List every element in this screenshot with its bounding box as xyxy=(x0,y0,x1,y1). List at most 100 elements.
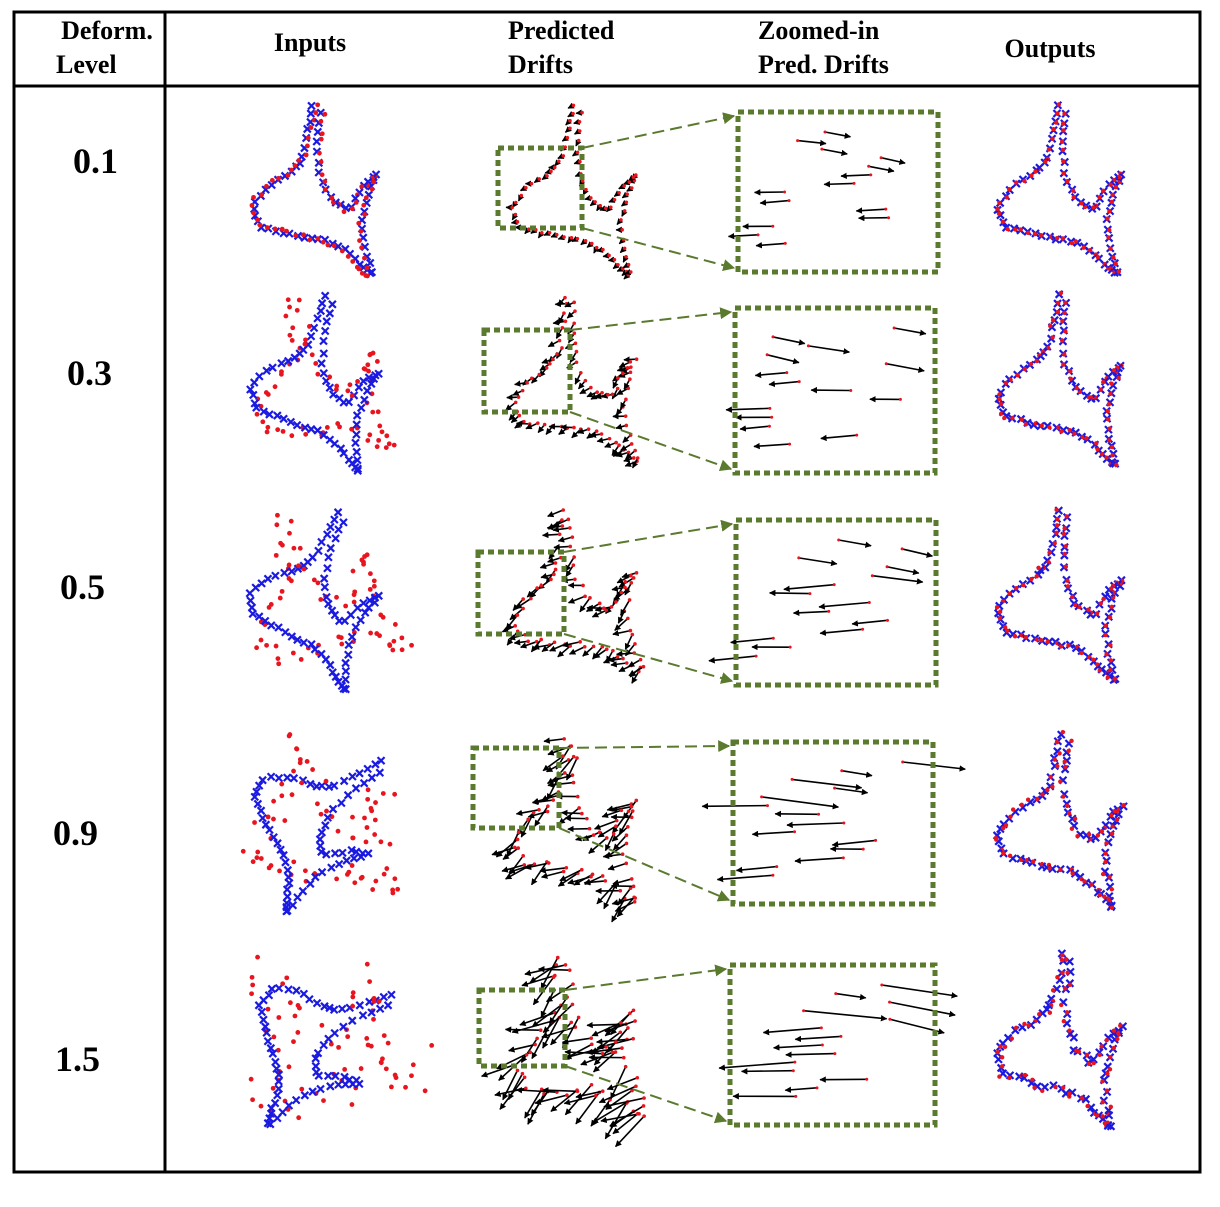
target-marker-stroke xyxy=(299,638,309,647)
source-point xyxy=(642,1096,646,1100)
source-point xyxy=(254,855,260,861)
drift-vector xyxy=(759,199,790,206)
target-marker-stroke xyxy=(352,1075,361,1085)
source-point xyxy=(802,1009,806,1013)
target-marker xyxy=(327,863,336,872)
source-point xyxy=(1112,809,1117,814)
source-point xyxy=(834,992,838,996)
source-point xyxy=(604,608,609,613)
target-marker-stroke xyxy=(250,211,260,221)
target-marker-stroke xyxy=(292,986,301,995)
source-point xyxy=(1030,859,1036,864)
target-marker xyxy=(351,784,361,793)
target-marker xyxy=(319,368,328,378)
source-point xyxy=(1043,159,1048,164)
drift-vector xyxy=(532,643,550,650)
source-point xyxy=(869,173,873,177)
source-point xyxy=(298,657,304,662)
source-point xyxy=(521,597,525,601)
source-point xyxy=(1111,1045,1116,1051)
target-marker-stroke xyxy=(298,886,308,896)
source-point xyxy=(287,332,293,338)
source-point xyxy=(291,1039,296,1045)
source-point xyxy=(1103,851,1108,856)
source-point xyxy=(1105,1071,1110,1076)
target-marker-stroke xyxy=(341,666,351,676)
source-point xyxy=(624,200,629,205)
source-point xyxy=(356,266,362,272)
source-point xyxy=(626,825,630,829)
target-marker xyxy=(268,1049,278,1058)
drift-vector xyxy=(540,572,555,580)
source-point xyxy=(820,147,824,151)
target-marker-stroke xyxy=(307,639,316,649)
drift-vector xyxy=(579,597,591,613)
drift-vector xyxy=(521,974,556,987)
target-marker xyxy=(257,579,266,588)
source-point xyxy=(1101,871,1106,877)
drift-vector xyxy=(718,1061,795,1071)
target-marker-stroke xyxy=(284,878,294,888)
source-point xyxy=(304,759,310,764)
target-marker xyxy=(320,582,330,592)
source-point xyxy=(556,159,561,164)
source-point xyxy=(624,423,629,428)
target-marker xyxy=(276,845,285,855)
source-point xyxy=(1045,639,1050,644)
predicted-drift-field xyxy=(505,102,639,280)
source-point xyxy=(1067,1091,1072,1096)
source-point xyxy=(1054,235,1060,241)
source-point xyxy=(1080,1096,1085,1101)
target-marker-stroke xyxy=(994,837,1003,846)
source-point xyxy=(1062,526,1067,531)
source-point xyxy=(265,1006,271,1012)
source-point xyxy=(1113,261,1118,267)
target-marker-stroke xyxy=(324,782,334,792)
source-point xyxy=(288,578,294,584)
source-point xyxy=(319,1022,325,1028)
source-point xyxy=(628,377,632,381)
drift-vector xyxy=(513,639,529,646)
drift-vector xyxy=(534,1094,568,1105)
target-marker xyxy=(387,990,396,1000)
drift-vector xyxy=(631,457,639,469)
source-point xyxy=(1067,1028,1072,1033)
target-marker-stroke xyxy=(315,835,325,844)
source-point xyxy=(1084,436,1089,441)
target-marker xyxy=(274,1084,283,1094)
zoom-target-box xyxy=(732,305,938,476)
source-point xyxy=(297,760,303,766)
source-point xyxy=(607,436,612,441)
source-point xyxy=(624,661,629,665)
source-point xyxy=(315,371,321,377)
target-marker xyxy=(334,525,343,534)
target-marker xyxy=(258,813,267,823)
source-point xyxy=(626,262,631,267)
target-marker xyxy=(341,666,351,676)
source-point xyxy=(1108,667,1113,673)
source-point xyxy=(1046,560,1051,565)
target-marker xyxy=(311,1054,320,1063)
source-point xyxy=(629,365,633,369)
target-marker-stroke xyxy=(352,420,361,429)
source-point xyxy=(578,427,583,431)
target-marker xyxy=(376,756,386,765)
source-point xyxy=(1001,851,1006,856)
source-point xyxy=(345,1034,351,1040)
target-marker xyxy=(319,574,329,583)
source-point xyxy=(371,578,377,584)
source-point xyxy=(1053,1084,1058,1090)
source-point xyxy=(1103,632,1108,638)
target-marker-stroke xyxy=(306,424,316,434)
source-point xyxy=(638,657,643,662)
drift-vector xyxy=(569,351,578,363)
target-marker-stroke xyxy=(291,1095,301,1105)
source-point xyxy=(279,588,285,594)
source-point xyxy=(1061,171,1066,176)
source-point xyxy=(631,1036,635,1041)
zoom-connector-bottom xyxy=(581,227,736,272)
source-point xyxy=(271,1034,277,1040)
drift-vector xyxy=(601,809,622,818)
target-marker xyxy=(311,1061,321,1071)
source-point xyxy=(629,442,634,446)
